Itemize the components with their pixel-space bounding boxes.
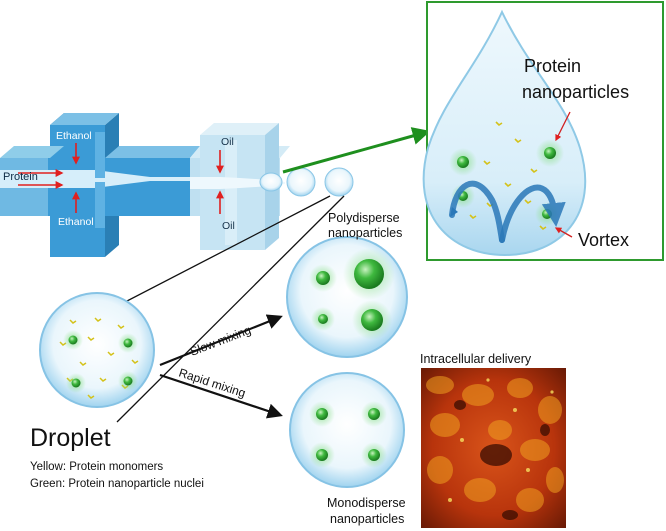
inset-panel: [422, 1, 664, 261]
flow-arrows: [18, 143, 224, 214]
vortex-label: Vortex: [578, 230, 629, 250]
droplet-title: Droplet: [30, 424, 111, 452]
droplet-large: [39, 292, 155, 408]
zoom-line-top: [99, 195, 331, 316]
monodisperse-label-2: nanoparticles: [330, 512, 404, 526]
rapid-mixing-label: Rapid mixing: [177, 366, 247, 401]
legend-green: Green: Protein nanoparticle nuclei: [30, 478, 204, 490]
ethanol-top-label: Ethanol: [56, 130, 92, 142]
protein-nanoparticles-label-2: nanoparticles: [522, 82, 629, 102]
zoom-line-bottom: [116, 195, 345, 423]
zoom-arrow: [282, 127, 431, 174]
intracellular-image: [421, 368, 566, 528]
protein-nanoparticles-label-1: Protein: [524, 56, 581, 76]
droplet-monodisperse: [289, 372, 405, 488]
ethanol-bottom-label: Ethanol: [58, 216, 94, 228]
legend-yellow: Yellow: Protein monomers: [30, 461, 163, 473]
oil-top-label: Oil: [221, 136, 234, 148]
slow-mixing-arrow: [159, 314, 283, 367]
monodisperse-label-1: Monodisperse: [327, 496, 406, 510]
intracellular-delivery-label: Intracellular delivery: [420, 352, 532, 366]
polydisperse-label-1: Polydisperse: [328, 211, 400, 225]
rapid-mixing-arrow: [159, 373, 283, 419]
droplet-polydisperse: [286, 236, 408, 358]
oil-bottom-label: Oil: [222, 220, 235, 232]
ethanol-junction: [0, 113, 200, 257]
protein-inlet-label: Protein: [3, 171, 38, 183]
polydisperse-label-2: nanoparticles: [328, 226, 402, 240]
